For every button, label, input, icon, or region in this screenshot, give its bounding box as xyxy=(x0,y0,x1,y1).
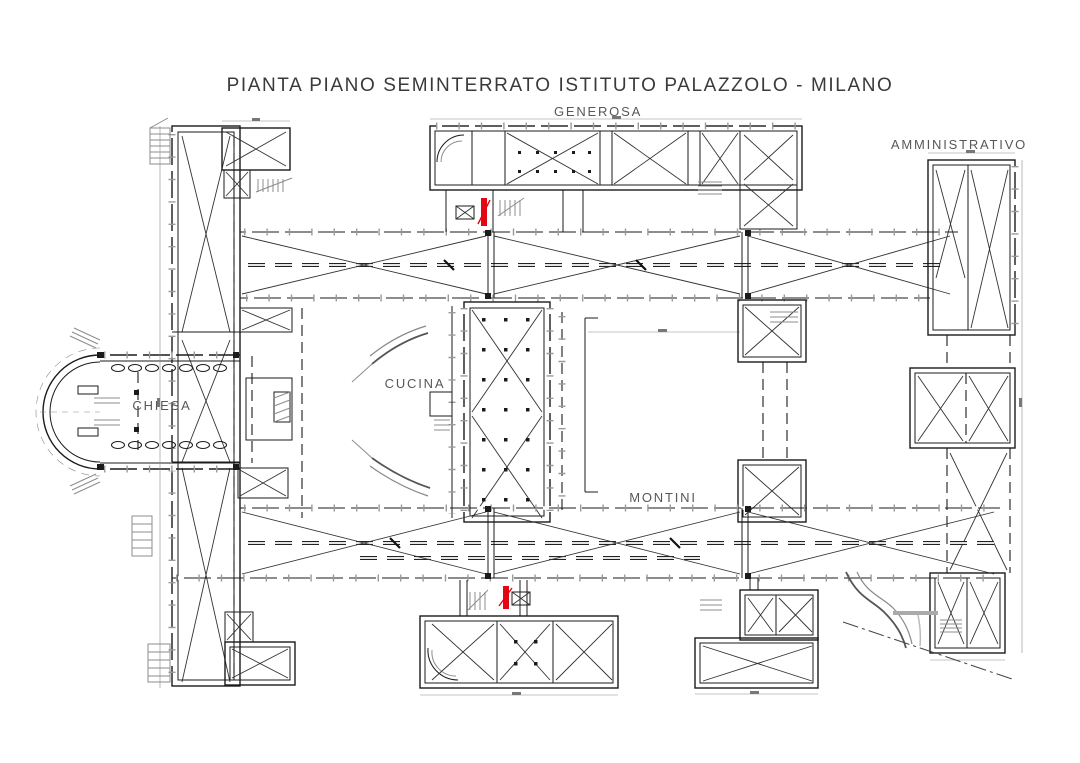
apse-inner-arc xyxy=(49,361,101,463)
rounded-corner-arc xyxy=(427,647,459,681)
kitchen-label: CUCINA xyxy=(385,376,446,391)
boundary-dashdot-line xyxy=(842,621,1013,680)
stairs-icon xyxy=(434,419,450,431)
drawing-title: PIANTA PIANO SEMINTERRATO ISTITUTO PALAZ… xyxy=(227,75,894,96)
site-road xyxy=(842,571,1013,680)
generosa-label: GENEROSA xyxy=(554,104,642,119)
kitchen-annex xyxy=(429,391,453,417)
church: CHIESA xyxy=(35,327,240,495)
dimension-lines xyxy=(40,126,161,688)
stairs-icon xyxy=(700,599,722,611)
ramp-top xyxy=(351,325,429,383)
amministrativo-label: AMMINISTRATIVO xyxy=(891,137,1027,152)
middle-connector xyxy=(737,299,807,523)
stairs-icon xyxy=(255,177,293,193)
narthex xyxy=(237,307,293,499)
stairs-icon xyxy=(770,311,798,323)
area-labels: GENEROSA AMMINISTRATIVO xyxy=(554,104,1027,152)
bottom-center-wing xyxy=(419,580,619,696)
montini-label: MONTINI xyxy=(629,490,696,505)
ramp-bottom xyxy=(351,439,431,497)
stairs-icon xyxy=(69,327,101,349)
top-left-block xyxy=(221,118,293,199)
church-label: CHIESA xyxy=(132,398,191,413)
generosa-wing xyxy=(429,116,803,232)
montini-courtyard: MONTINI xyxy=(584,317,740,505)
stairs-icon xyxy=(467,589,489,611)
bottom-corridor xyxy=(172,504,1000,582)
top-corridor xyxy=(240,228,958,302)
bottom-right-block xyxy=(694,578,819,695)
stairs-icon xyxy=(497,197,525,217)
nave-columns xyxy=(111,364,227,449)
stairs-icon xyxy=(147,643,171,683)
central-hall xyxy=(460,301,566,523)
apse-buttress-arc xyxy=(35,347,101,477)
stairs-icon xyxy=(698,181,722,195)
spiral-stair-icon xyxy=(436,134,465,163)
elevator-icon xyxy=(511,591,531,606)
stairs-icon xyxy=(131,515,153,557)
altar-area xyxy=(77,372,139,450)
kitchen-courtyard: CUCINA xyxy=(301,306,456,518)
stairs-icon xyxy=(69,473,101,495)
red-marker-top xyxy=(477,198,491,226)
hall-columns xyxy=(482,318,530,502)
stairs-icon xyxy=(940,619,962,633)
amministrativo-wing xyxy=(909,150,1023,661)
red-marker-bottom xyxy=(498,586,513,609)
title-block: PIANTA PIANO SEMINTERRATO ISTITUTO PALAZ… xyxy=(227,75,894,96)
